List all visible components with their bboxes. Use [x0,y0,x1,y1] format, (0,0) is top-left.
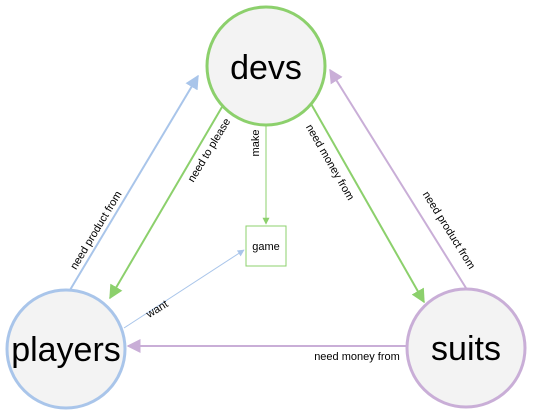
node-game-label: game [252,241,280,253]
node-suits: suits [405,287,527,409]
edge-devs-to-players [109,106,223,300]
label-suits-need-money-from-players: need money from [314,351,400,363]
edge-suits-to-devs [329,68,467,289]
label-players-want-game: want [144,298,171,321]
edge-players-to-game [123,249,245,329]
edge-devs-to-suits [309,101,425,304]
node-suits-circle [405,287,527,409]
node-players: players [5,288,127,410]
node-suits-label: suits [431,330,501,368]
node-players-circle [5,288,127,410]
node-devs: devs [205,5,327,127]
node-players-label: players [11,331,121,369]
node-game-box [245,225,287,267]
node-devs-circle [205,5,327,127]
edge-players-to-devs [69,74,199,291]
label-players-need-product-from-devs: need product from [68,189,124,272]
node-game: game [245,225,287,267]
label-devs-make-game: make [250,130,262,157]
node-devs-label: devs [230,49,302,87]
